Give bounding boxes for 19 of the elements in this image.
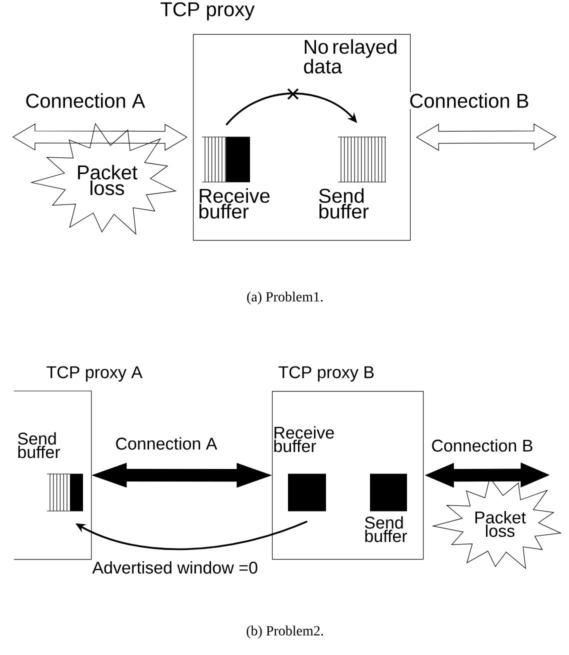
buffer-drawing: Receive buffer	[199, 136, 270, 219]
edge-label: Advertised window =0	[91, 560, 260, 575]
buffer-drawing: Send buffer	[364, 474, 408, 542]
buffer-drawing: Receive buffer	[274, 426, 334, 512]
edge-label: Connection A	[24, 92, 146, 109]
caption: (b) Problem2.	[246, 626, 323, 638]
node-label: TCP proxy B	[278, 366, 374, 382]
caption: (a) Problem1.	[247, 292, 323, 304]
buffer-drawing: Send buffer	[319, 136, 386, 219]
edge-label: Connection B	[430, 438, 534, 453]
edge-label: No relayed data	[302, 38, 404, 75]
node-label: TCP proxy	[160, 2, 255, 20]
node-label: Receive buffer	[274, 426, 334, 452]
edge-label: Connection B	[408, 92, 530, 109]
node-label: Receive buffer	[199, 188, 270, 219]
buffer-drawing: Send buffer	[18, 432, 84, 512]
node-label: Send buffer	[18, 432, 60, 458]
node-label: Send buffer	[364, 516, 408, 542]
edge-label: Connection A	[114, 436, 218, 451]
